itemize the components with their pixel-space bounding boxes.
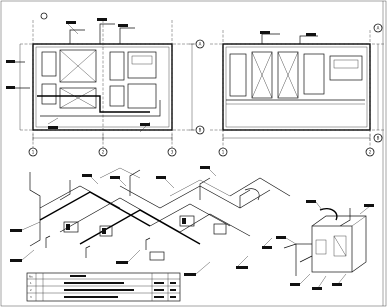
left-plan-walls bbox=[32, 43, 173, 131]
right-plan: 1 2 A B bbox=[210, 23, 384, 157]
grid-bubble-right-2: 2 bbox=[365, 147, 375, 157]
legend-row-2-no: 2 bbox=[30, 288, 32, 292]
grid-bubble-left-b: B bbox=[195, 125, 205, 135]
grid-bubble-left-1: 1 bbox=[28, 147, 38, 157]
grid-bubble-left-2: 2 bbox=[98, 147, 108, 157]
legend-row-1-no: 1 bbox=[30, 281, 32, 285]
svg-text:1: 1 bbox=[32, 150, 35, 155]
isometric-piping-secondary bbox=[276, 200, 374, 290]
svg-text:1: 1 bbox=[222, 150, 225, 155]
legend-header-no: No. bbox=[29, 275, 33, 279]
svg-text:3: 3 bbox=[171, 150, 174, 155]
svg-text:2: 2 bbox=[102, 150, 105, 155]
left-plan: 1 2 3 A B bbox=[6, 12, 205, 157]
legend-row-3-no: 3 bbox=[30, 295, 32, 299]
grid-bubble-right-b: B bbox=[373, 133, 383, 143]
grid-bubble-left-a: A bbox=[195, 39, 205, 49]
svg-text:A: A bbox=[377, 26, 380, 31]
right-plan-walls bbox=[222, 43, 371, 131]
svg-text:B: B bbox=[199, 128, 202, 133]
legend-table: No. 1 2 3 bbox=[26, 272, 181, 302]
grid-bubble-right-a: A bbox=[373, 23, 383, 33]
grid-bubble-top-1 bbox=[40, 12, 48, 20]
svg-text:A: A bbox=[199, 42, 202, 47]
svg-text:B: B bbox=[377, 136, 380, 141]
svg-text:2: 2 bbox=[369, 150, 372, 155]
grid-bubble-left-3: 3 bbox=[167, 147, 177, 157]
grid-bubble-right-1: 1 bbox=[218, 147, 228, 157]
isometric-piping-main bbox=[10, 166, 291, 276]
